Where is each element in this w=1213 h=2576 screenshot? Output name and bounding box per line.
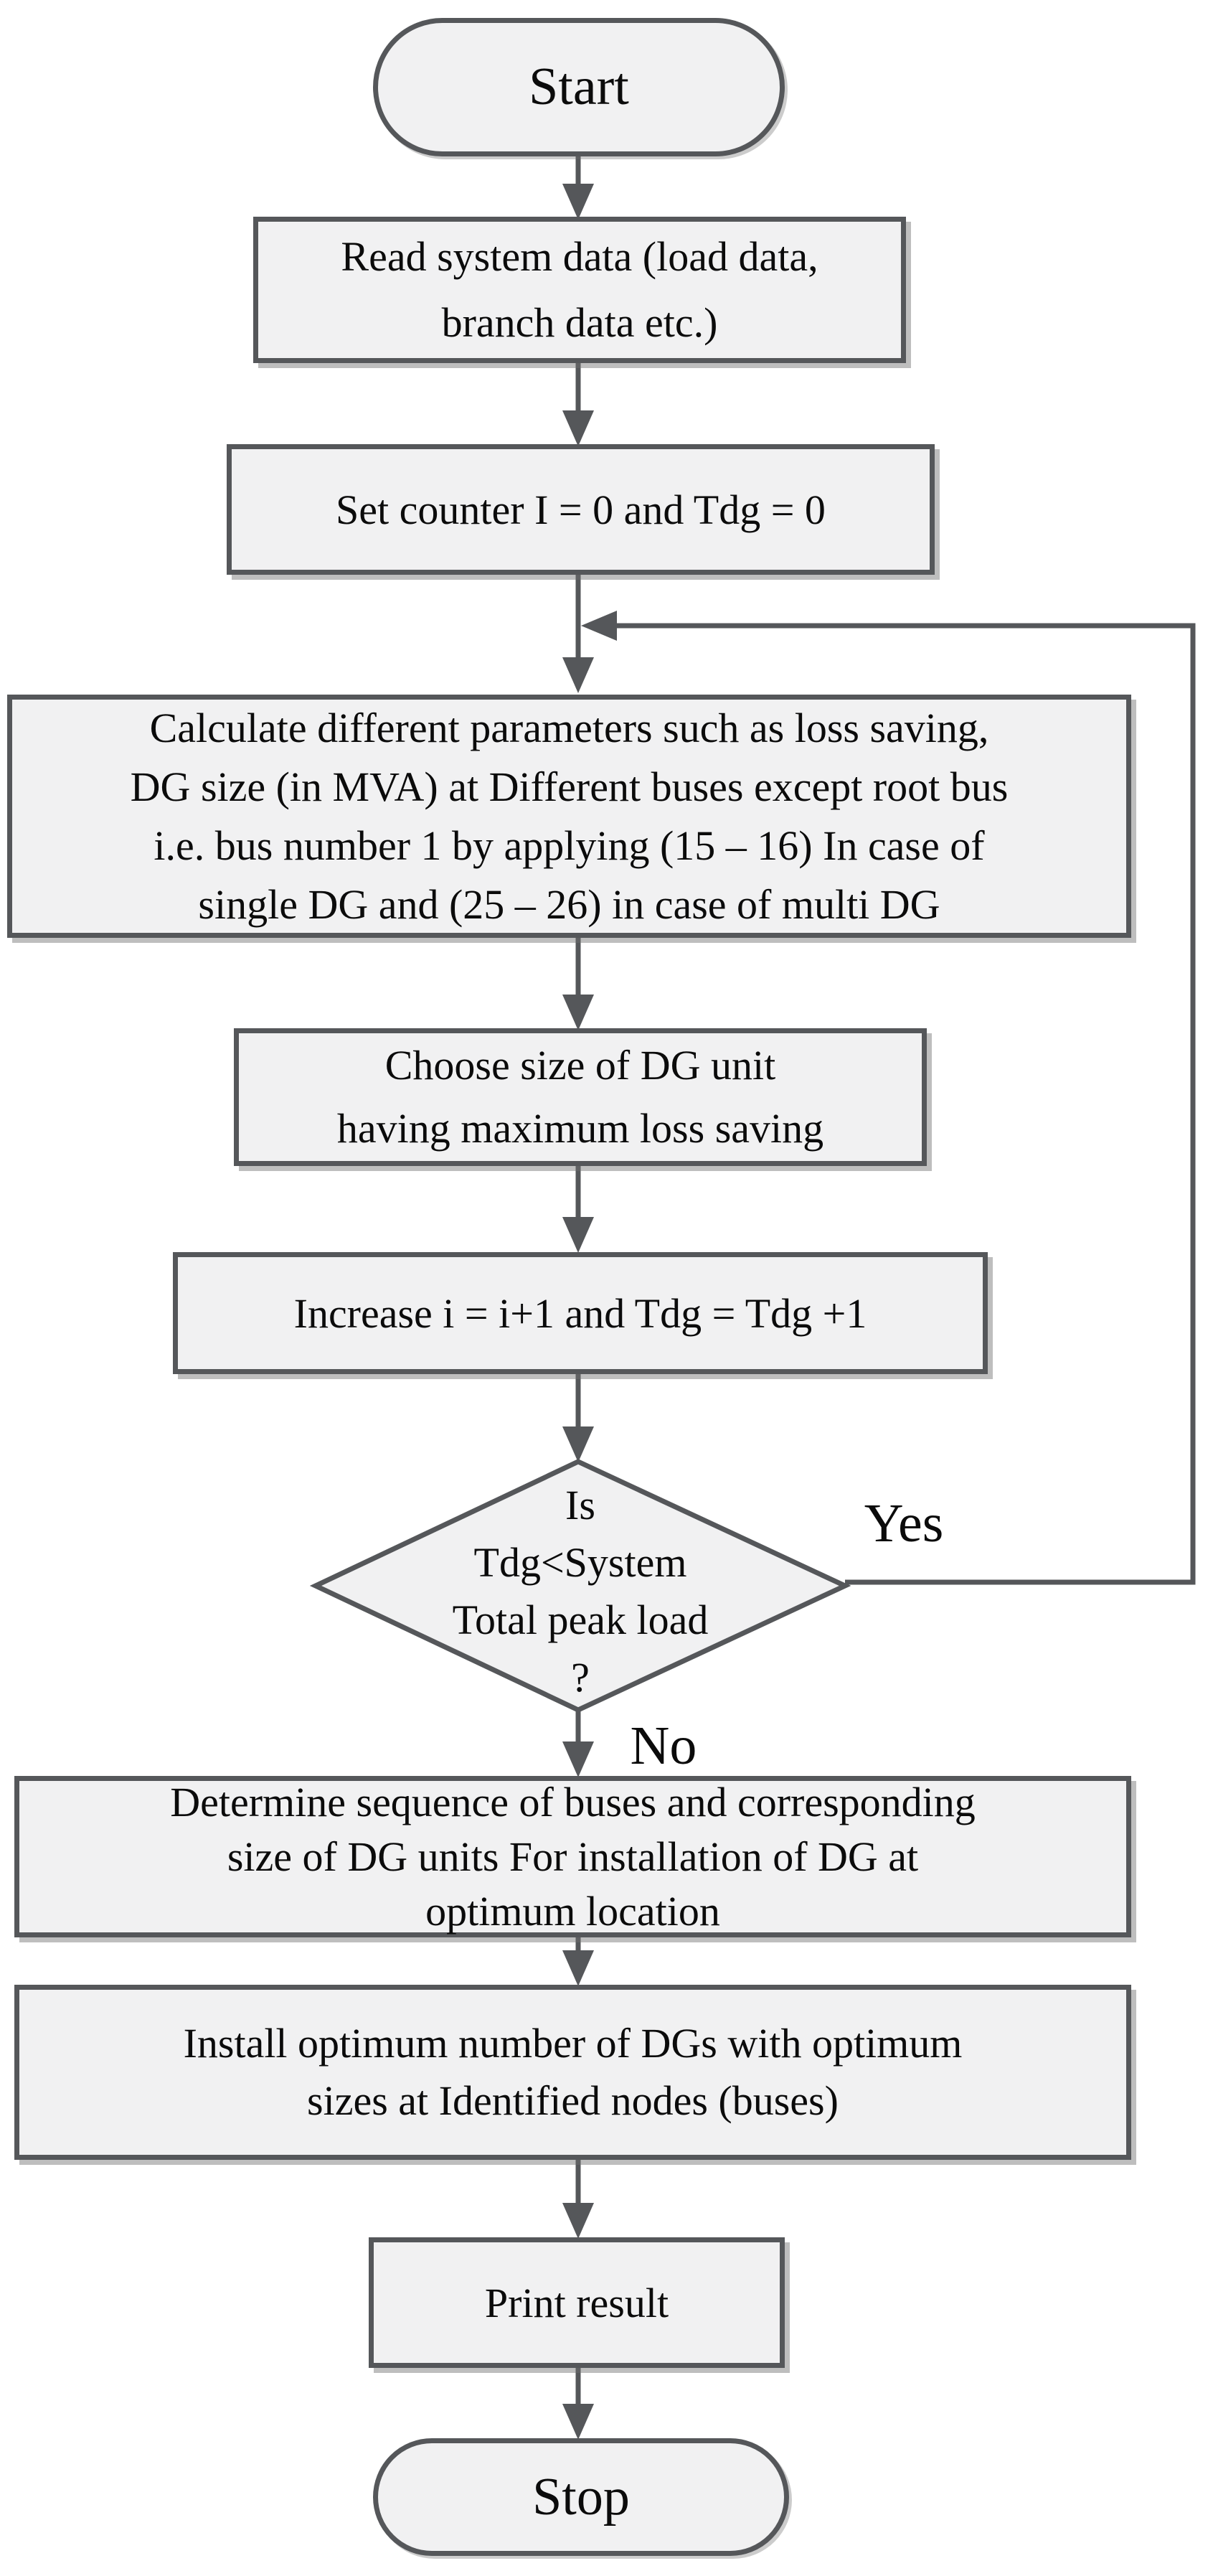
decision-diamond — [309, 1459, 851, 1713]
arrowhead-print-to-stop — [562, 2404, 594, 2440]
determine-line3: optimum location — [425, 1887, 720, 1935]
choose-dg-size-box: Choose size of DG unit having maximum lo… — [234, 1028, 927, 1166]
yes-loop-line — [615, 623, 1196, 1585]
arrowhead-set-to-calculate — [562, 657, 594, 693]
set-counter-box: Set counter I = 0 and Tdg = 0 — [227, 444, 935, 575]
calculate-line1: Calculate different parameters such as l… — [149, 704, 989, 751]
install-line2: sizes at Identified nodes (buses) — [307, 2077, 839, 2124]
calculate-line3: i.e. bus number 1 by applying (15 – 16) … — [154, 822, 985, 869]
calculate-line2: DG size (in MVA) at Different buses exce… — [130, 763, 1009, 810]
print-result-box: Print result — [369, 2237, 785, 2368]
arrowhead-start-to-read — [562, 184, 594, 220]
calculate-parameters-box: Calculate different parameters such as l… — [7, 695, 1131, 938]
decision-line2: Tdg<System — [473, 1539, 687, 1586]
arrowhead-install-to-print — [562, 2203, 594, 2239]
read-system-data-box: Read system data (load data, branch data… — [253, 217, 906, 363]
set-counter-line1: Set counter I = 0 and Tdg = 0 — [336, 486, 826, 533]
read-system-data-line2: branch data etc.) — [441, 299, 718, 346]
arrowhead-increase-to-decision — [562, 1426, 594, 1462]
determine-line1: Determine sequence of buses and correspo… — [170, 1778, 976, 1825]
arrowhead-calculate-to-choose — [562, 995, 594, 1030]
arrowhead-read-to-set — [562, 410, 594, 446]
arrowhead-decision-to-determine — [562, 1741, 594, 1777]
start-terminator: Start — [373, 18, 785, 156]
start-label: Start — [529, 57, 629, 116]
calculate-line4: single DG and (25 – 26) in case of multi… — [198, 880, 940, 928]
stop-label: Stop — [532, 2467, 630, 2526]
install-line1: Install optimum number of DGs with optim… — [183, 2020, 963, 2067]
choose-line2: having maximum loss saving — [336, 1105, 824, 1152]
yes-branch-label: Yes — [864, 1493, 944, 1553]
no-branch-label: No — [630, 1716, 697, 1776]
arrowhead-yes-loop — [581, 611, 617, 641]
choose-line1: Choose size of DG unit — [384, 1042, 776, 1089]
decision-line1: Is — [565, 1482, 595, 1528]
install-dgs-box: Install optimum number of DGs with optim… — [14, 1985, 1131, 2160]
stop-terminator: Stop — [373, 2438, 789, 2556]
decision-condition-text: Is Tdg<System Total peak load ? — [316, 1477, 845, 1714]
decision-line3: Total peak load — [452, 1597, 709, 1643]
arrowhead-determine-to-install — [562, 1950, 594, 1986]
increase-line1: Increase i = i+1 and Tdg = Tdg +1 — [293, 1289, 867, 1337]
arrowhead-choose-to-increase — [562, 1217, 594, 1253]
increase-counter-box: Increase i = i+1 and Tdg = Tdg +1 — [173, 1252, 988, 1374]
read-system-data-line1: Read system data (load data, — [341, 233, 818, 280]
print-result-line1: Print result — [484, 2279, 669, 2326]
determine-sequence-box: Determine sequence of buses and correspo… — [14, 1776, 1131, 1937]
determine-line2: size of DG units For installation of DG … — [227, 1833, 919, 1880]
decision-line4: ? — [571, 1654, 590, 1701]
